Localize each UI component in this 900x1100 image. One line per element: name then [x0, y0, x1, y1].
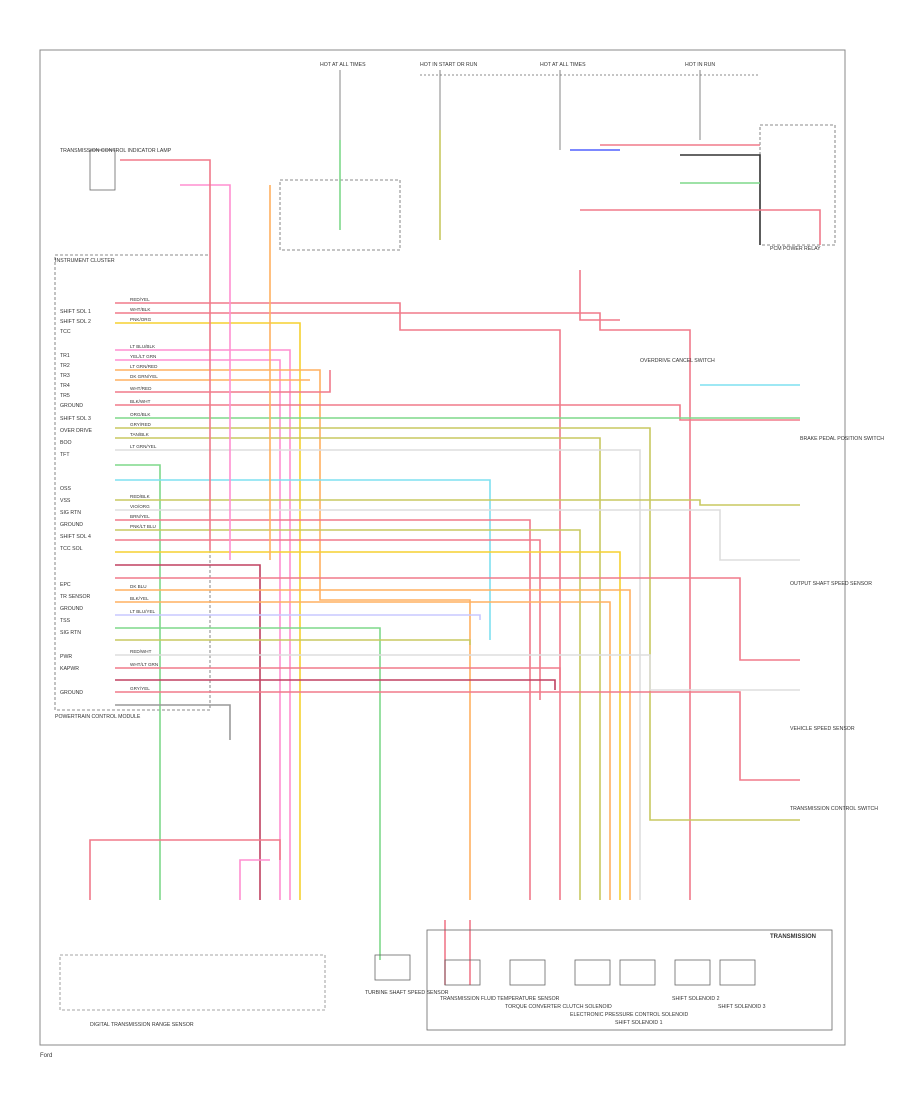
wire-label: LT GRN/YEL: [130, 444, 157, 449]
module-title: TRANSMISSION: [770, 934, 816, 940]
pin-label: TSS: [60, 618, 71, 624]
wire-label: TAN/BLK: [130, 432, 150, 437]
pin-label: TFT: [60, 452, 70, 458]
pin-label: BOO: [60, 440, 72, 446]
instrument-cluster-label: INSTRUMENT CLUSTER: [55, 258, 115, 264]
pin-label: SIG RTN: [60, 510, 81, 516]
wire-label: GRY/YEL: [130, 686, 150, 691]
svg-text:HOT IN RUN: HOT IN RUN: [685, 62, 715, 68]
component-label: TURBINE SHAFT SPEED SENSOR: [365, 990, 449, 996]
pin-label: TR4: [60, 383, 70, 389]
wire-label: VIO/ORG: [130, 504, 150, 509]
diagram-frame: [39, 49, 846, 1046]
pin-label: TR5: [60, 393, 70, 399]
pin-label: TR SENSOR: [60, 594, 91, 600]
pin-label: TCC SOL: [60, 546, 83, 552]
svg-text:OUTPUT SHAFT SPEED SENSOR: OUTPUT SHAFT SPEED SENSOR: [790, 581, 872, 587]
wire-label: WHT/BLK: [130, 307, 151, 312]
svg-text:HOT AT ALL TIMES: HOT AT ALL TIMES: [320, 62, 366, 68]
pin-label: SHIFT SOL 1: [60, 309, 91, 315]
pin-label: PWR: [60, 654, 72, 660]
wire-label: PNK/ORG: [130, 317, 152, 322]
pin-label: KAPWR: [60, 666, 79, 672]
svg-text:PCM POWER RELAY: PCM POWER RELAY: [770, 246, 821, 252]
wire-label: PNK/LT BLU: [130, 524, 156, 529]
wire-label: YEL/LT GRN: [130, 354, 156, 359]
wire-label: WHT/LT GRN: [130, 662, 158, 667]
wire-label: WHT/RED: [130, 386, 152, 391]
wire-label: DK GRN/YEL: [130, 374, 158, 379]
wire-label: RED/YEL: [130, 297, 150, 302]
pin-label: SIG RTN: [60, 630, 81, 636]
component-label: SHIFT SOLENOID 1: [615, 1020, 663, 1026]
wire-label: GRY/RED: [130, 422, 152, 427]
pin-label: OVER DRIVE: [60, 428, 93, 434]
wire-label: RED/BLK: [130, 494, 151, 499]
pin-label: VSS: [60, 498, 71, 504]
wire-label: LT BLU/YEL: [130, 609, 156, 614]
svg-text:HOT IN START OR RUN: HOT IN START OR RUN: [420, 62, 478, 68]
wires: [89, 130, 821, 985]
pin-label: GROUND: [60, 690, 83, 696]
svg-text:TRANSMISSION CONTROL SWITCH: TRANSMISSION CONTROL SWITCH: [790, 806, 878, 812]
pin-label: SHIFT SOL 2: [60, 319, 91, 325]
wire-label: RED/WHT: [130, 649, 152, 654]
pin-label: TR1: [60, 353, 70, 359]
pin-label: TCC: [60, 329, 71, 335]
pin-label: SHIFT SOL 4: [60, 534, 91, 540]
top-labels: HOT AT ALL TIMES HOT IN START OR RUN HOT…: [320, 62, 715, 68]
component-label: TRANSMISSION FLUID TEMPERATURE SENSOR: [440, 996, 560, 1002]
svg-text:HOT AT ALL TIMES: HOT AT ALL TIMES: [540, 62, 586, 68]
component-label: ELECTRONIC PRESSURE CONTROL SOLENOID: [570, 1012, 689, 1018]
wire-label: BRN/YEL: [130, 514, 150, 519]
pin-label: GROUND: [60, 522, 83, 528]
footer-brand: Ford: [40, 1053, 52, 1059]
pin-label: GROUND: [60, 403, 83, 409]
pin-label: SHIFT SOL 3: [60, 416, 91, 422]
component-label: TORQUE CONVERTER CLUTCH SOLENOID: [505, 1004, 612, 1010]
wire-label: DK BLU: [130, 584, 147, 589]
svg-text:BRAKE PEDAL POSITION SWITCH: BRAKE PEDAL POSITION SWITCH: [800, 436, 884, 442]
svg-text:VEHICLE SPEED SENSOR: VEHICLE SPEED SENSOR: [790, 726, 855, 732]
pin-labels: SHIFT SOL 1 SHIFT SOL 2 TCC TR1 TR2 TR3 …: [60, 309, 93, 696]
tcil-label: TRANSMISSION CONTROL INDICATOR LAMP: [60, 148, 172, 154]
pin-label: GROUND: [60, 606, 83, 612]
wire-labels: RED/YEL WHT/BLK PNK/ORG LT BLU/BLK YEL/L…: [130, 297, 158, 691]
component-label: SHIFT SOLENOID 2: [672, 996, 720, 1002]
bottom-components: DIGITAL TRANSMISSION RANGE SENSOR TURBIN…: [59, 929, 833, 1031]
pin-label: OSS: [60, 486, 71, 492]
wire-label: ORG/BLK: [130, 412, 151, 417]
pin-label: EPC: [60, 582, 71, 588]
pin-label: TR2: [60, 363, 70, 369]
wire-label: BLK/YEL: [130, 596, 149, 601]
main-module-label: POWERTRAIN CONTROL MODULE: [55, 714, 141, 720]
right-labels: PCM POWER RELAY BRAKE PEDAL POSITION SWI…: [640, 246, 884, 812]
wire-label: BLK/WHT: [130, 399, 151, 404]
svg-text:OVERDRIVE CANCEL SWITCH: OVERDRIVE CANCEL SWITCH: [640, 358, 715, 364]
component-label: DIGITAL TRANSMISSION RANGE SENSOR: [90, 1022, 194, 1028]
wire-label: LT GRN/RED: [130, 364, 158, 369]
wire-label: LT BLU/BLK: [130, 344, 156, 349]
component-label: SHIFT SOLENOID 3: [718, 1004, 766, 1010]
pin-label: TR3: [60, 373, 70, 379]
